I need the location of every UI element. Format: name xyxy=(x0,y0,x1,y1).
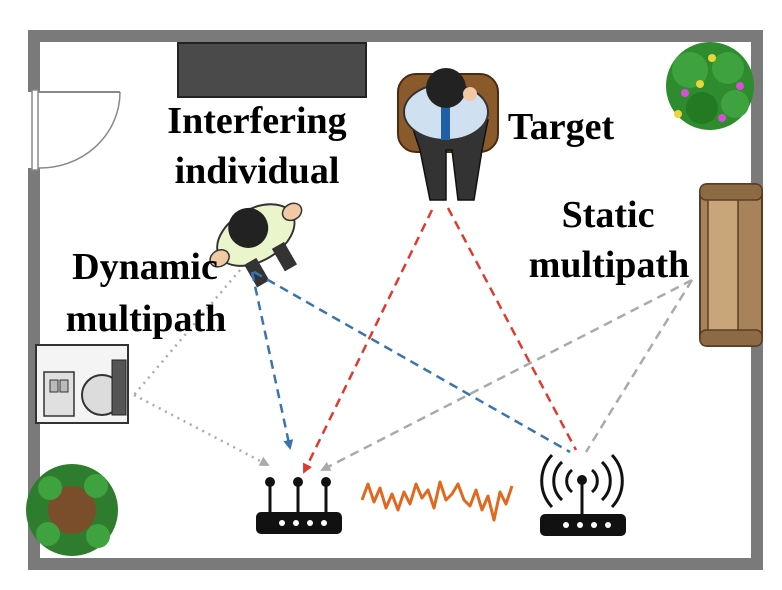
interfering-label-line1: Interfering xyxy=(167,100,347,142)
propagation-paths xyxy=(133,207,694,474)
interfering-label-line2: individual xyxy=(174,150,340,192)
dynamic-label-line2: multipath xyxy=(65,298,227,340)
interference-path xyxy=(250,271,294,450)
interference-path xyxy=(253,270,571,454)
direct-path xyxy=(302,209,434,474)
direct-path xyxy=(446,207,578,451)
person-target-icon xyxy=(397,68,499,201)
person-interfering-icon xyxy=(209,202,303,288)
signal-wave-icon xyxy=(360,480,514,522)
appliance-icon xyxy=(35,344,129,424)
tv-icon xyxy=(177,42,367,98)
room-walls xyxy=(27,30,763,570)
sofa-icon xyxy=(699,183,763,347)
static-path xyxy=(320,278,693,472)
static-label-line1: Static xyxy=(561,194,655,236)
static-label-line2: multipath xyxy=(528,244,690,286)
static-path xyxy=(584,279,694,453)
door-icon xyxy=(31,89,121,171)
target-label: Target xyxy=(507,106,615,148)
dynamic-label-line1: Dynamic xyxy=(72,246,218,288)
plant-icon xyxy=(26,464,118,556)
transmitter-router-icon xyxy=(540,453,626,536)
receiver-router-icon xyxy=(256,477,342,534)
plant-icon xyxy=(666,42,754,130)
